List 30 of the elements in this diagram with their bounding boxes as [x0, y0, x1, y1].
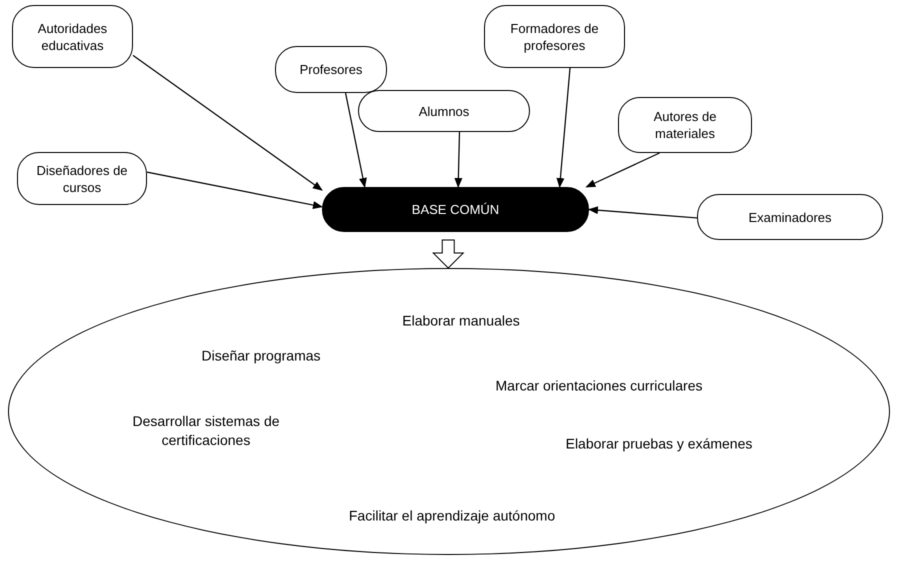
central-box: [322, 187, 589, 232]
ellipse-text: Marcar orientaciones curriculares: [496, 376, 702, 396]
ellipse-text: Diseñar programas: [201, 346, 321, 366]
arrow: [585, 152, 660, 188]
rounded-box: [697, 194, 883, 240]
rounded-box: [618, 97, 752, 153]
ellipse-text: Elaborar manuales: [402, 312, 520, 330]
node-label: Alumnos: [418, 102, 470, 120]
rounded-box: [484, 5, 625, 68]
node-label: Autores de materiales: [652, 108, 718, 142]
arrow: [344, 92, 367, 188]
rounded-box: [17, 152, 147, 205]
rounded-box: [12, 5, 133, 68]
ellipse-text: Desarrollar sistemas de certificaciones: [131, 412, 281, 450]
node-label: Formadores de profesores: [509, 20, 600, 54]
ellipse-text: Elaborar pruebas y exámenes: [566, 434, 752, 454]
block-arrow: [432, 240, 464, 269]
rounded-box: [358, 90, 530, 132]
arrow: [454, 132, 462, 188]
arrow: [132, 54, 323, 191]
arrow: [556, 68, 571, 188]
ellipse-text: Facilitar el aprendizaje autónomo: [348, 506, 556, 526]
node-label: Profesores: [300, 61, 362, 78]
node-label: Examinadores: [748, 208, 832, 226]
rounded-box: [275, 46, 387, 93]
arrow: [146, 172, 323, 209]
node-label: Diseñadores de cursos: [35, 162, 129, 196]
arrow: [588, 206, 698, 219]
node-label: BASE COMÚN: [412, 201, 500, 218]
node-label: Autoridades educativas: [36, 20, 108, 54]
